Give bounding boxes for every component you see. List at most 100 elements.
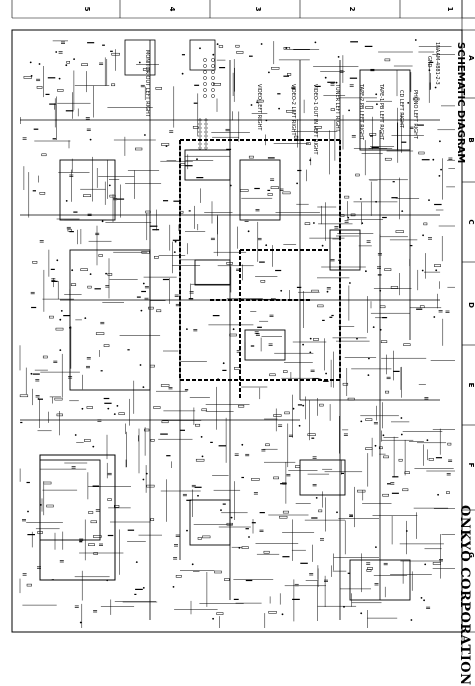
designator-mark	[39, 398, 43, 400]
resistor	[369, 133, 377, 136]
junction-dot	[142, 282, 145, 285]
jack	[198, 122, 202, 126]
designator-mark	[391, 197, 398, 199]
designator-mark	[45, 93, 50, 95]
resistor	[86, 406, 93, 409]
junction-dot	[372, 326, 375, 328]
resistor	[111, 83, 116, 87]
designator-mark	[282, 556, 290, 558]
junction-dot	[250, 104, 253, 106]
junction-dot	[315, 497, 318, 499]
designator-mark	[382, 317, 387, 319]
junction-dot	[309, 159, 312, 162]
junction-dot	[365, 270, 367, 273]
junction-dot	[55, 51, 58, 53]
designator-mark	[103, 397, 110, 400]
junction-dot	[285, 47, 288, 49]
junction-dot	[201, 455, 204, 458]
resistor	[412, 97, 420, 101]
input-cd: CD LEFT RIGHT	[398, 90, 404, 128]
designator-mark	[364, 45, 373, 47]
designator-mark	[173, 200, 181, 202]
junction-dot	[426, 439, 429, 442]
resistor	[365, 418, 373, 421]
resistor	[111, 52, 120, 56]
designator-mark	[280, 483, 287, 485]
resistor	[378, 446, 383, 450]
input-video: VIDEO LEFT RIGHT	[256, 84, 262, 131]
resistor	[107, 273, 113, 276]
designator-mark	[350, 41, 358, 43]
junction-dot	[135, 561, 138, 563]
designator-mark	[186, 499, 192, 501]
junction-dot	[139, 364, 142, 366]
input-tape-2: TAPE-2 PB LEFT RIGHT	[358, 84, 364, 140]
designator-mark	[196, 177, 204, 179]
resistor	[390, 286, 399, 289]
designator-mark	[249, 55, 253, 57]
designator-mark	[297, 169, 302, 172]
jack	[198, 146, 202, 150]
junction-dot	[59, 349, 62, 351]
junction-dot	[101, 220, 104, 223]
resistor	[39, 192, 46, 195]
resistor	[142, 68, 150, 71]
jack	[203, 94, 207, 98]
resistor	[283, 47, 291, 50]
resistor	[403, 343, 411, 346]
resistor	[265, 443, 270, 447]
resistor	[154, 256, 159, 259]
resistor	[260, 280, 266, 283]
resistor	[379, 305, 386, 309]
resistor	[98, 254, 103, 257]
designator-mark	[92, 485, 99, 487]
resistor	[66, 61, 70, 64]
junction-dot	[438, 175, 441, 177]
resistor	[447, 442, 452, 446]
junction-dot	[379, 289, 382, 292]
sheet-title: SCHEMATIC DIAGRAM	[455, 42, 466, 164]
resistor	[306, 142, 311, 145]
resistor	[357, 489, 366, 493]
grid-column-label: C	[467, 219, 475, 224]
designator-mark	[184, 389, 189, 391]
designator-mark	[69, 327, 72, 329]
designator-mark	[311, 517, 318, 519]
designator-mark	[135, 588, 143, 590]
resistor	[103, 344, 110, 347]
jack	[204, 138, 208, 142]
junction-dot	[229, 184, 232, 187]
designator-mark	[31, 306, 37, 309]
junction-dot	[360, 420, 363, 423]
grid-row-label: 1	[446, 7, 454, 12]
designator-mark	[393, 370, 400, 372]
junction-dot	[140, 309, 143, 312]
resistor	[402, 488, 409, 492]
resistor	[279, 515, 288, 519]
designator-mark	[73, 211, 78, 213]
designator-mark	[110, 50, 113, 52]
grid-column-label: G	[467, 552, 475, 558]
resistor	[214, 570, 222, 574]
junction-dot	[142, 478, 145, 481]
designator-mark	[32, 373, 40, 375]
junction-dot	[144, 134, 146, 136]
resistor	[80, 268, 88, 271]
designator-mark	[222, 503, 226, 505]
junction-dot	[337, 56, 340, 58]
resistor	[283, 370, 288, 373]
junction-dot	[375, 546, 377, 548]
designator-mark	[51, 280, 58, 282]
grid-column-label: A	[467, 55, 475, 61]
designator-mark	[277, 93, 281, 95]
resistor	[240, 189, 249, 192]
junction-dot	[216, 43, 219, 45]
junction-dot	[181, 72, 184, 75]
resistor	[380, 340, 388, 343]
input-monitor-out: MONITOR OUT LEFT RIGHT	[144, 50, 150, 117]
designator-mark	[331, 314, 334, 317]
resistor	[365, 106, 374, 109]
resistor	[118, 412, 125, 415]
resistor	[224, 578, 230, 581]
designator-mark	[370, 135, 373, 137]
